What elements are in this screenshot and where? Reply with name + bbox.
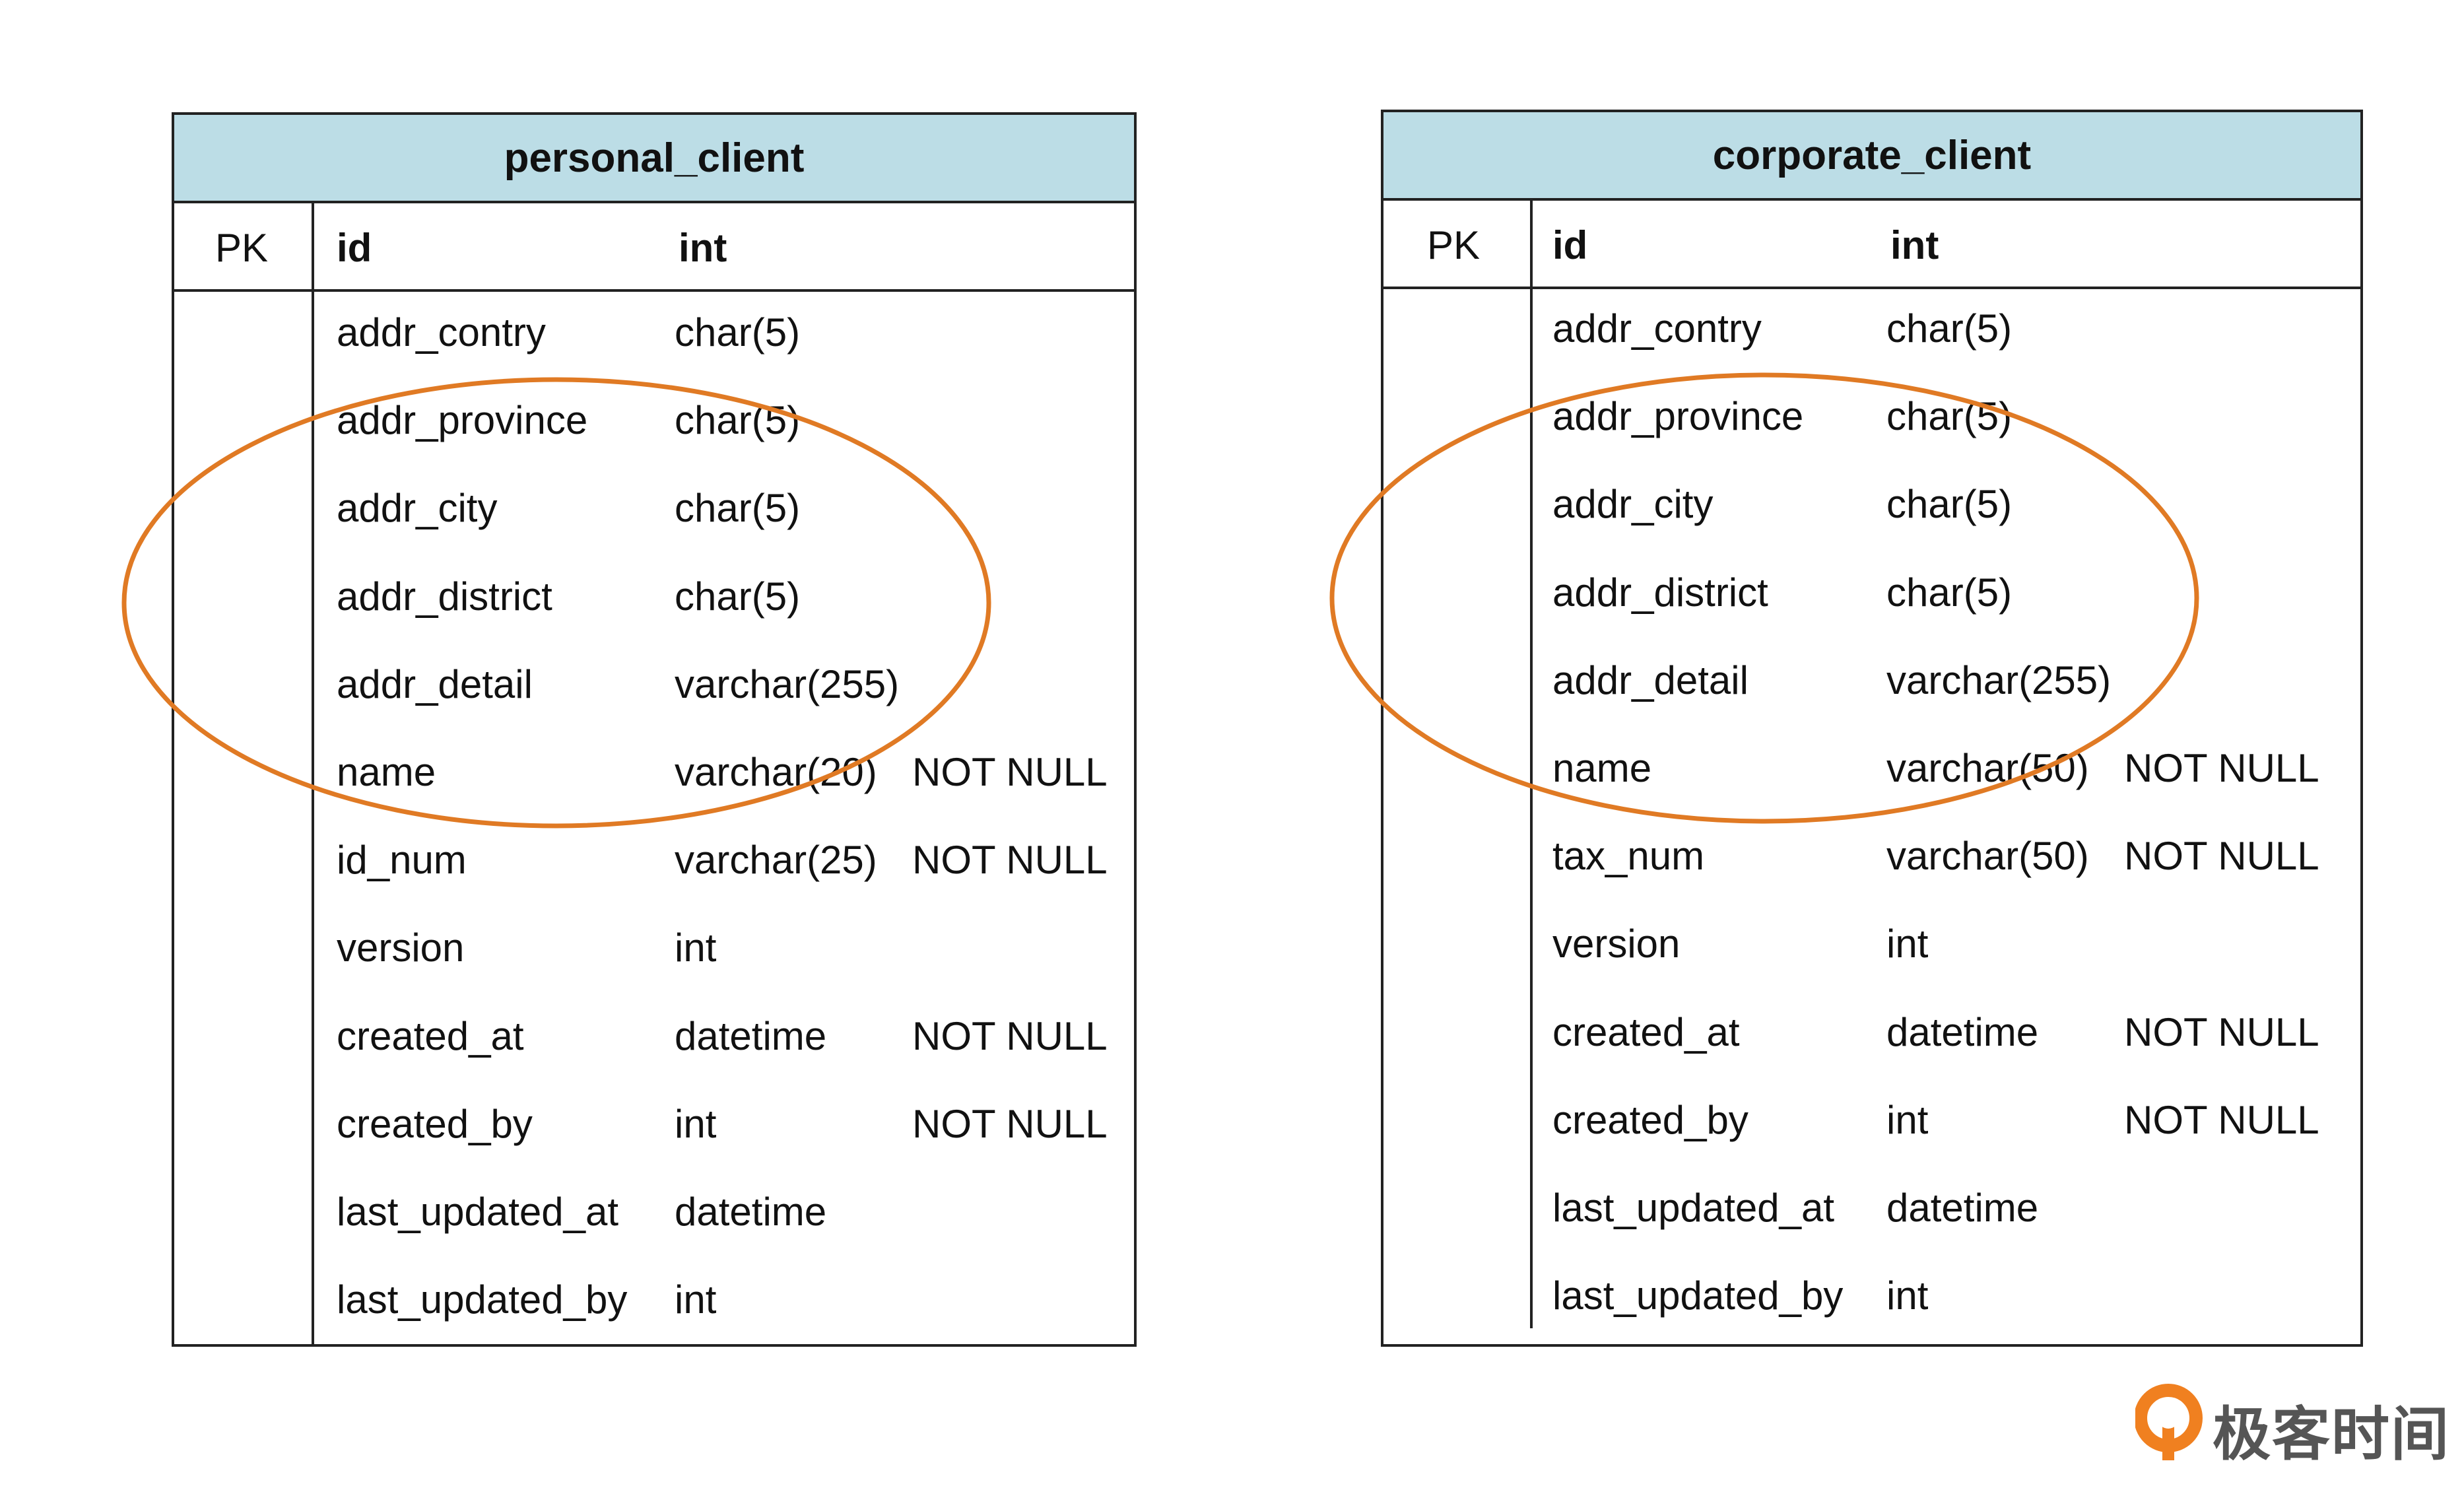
field-name: addr_district <box>337 574 552 619</box>
field-name: addr_city <box>337 486 498 531</box>
field-type: char(5) <box>1886 482 2013 527</box>
field-type: varchar(50) <box>1886 834 2089 879</box>
geektime-logo: 极客时间 <box>2135 1380 2449 1467</box>
field-name: name <box>1552 746 1652 790</box>
field-type: int <box>675 1277 717 1322</box>
pk-field-type: int <box>1890 223 1939 267</box>
field-type: int <box>675 1101 717 1146</box>
field-type: char(5) <box>1886 306 2013 351</box>
field-type: char(5) <box>675 486 801 531</box>
table-title: personal_client <box>174 115 1134 203</box>
field-type: datetime <box>1886 1009 2039 1054</box>
pk-label: PK <box>215 226 269 270</box>
field-type: varchar(255) <box>1886 658 2112 702</box>
field-name: last_updated_by <box>1552 1273 1844 1318</box>
field-name: addr_province <box>1552 394 1804 439</box>
field-constraint: NOT NULL <box>2124 1009 2319 1054</box>
field-type: varchar(255) <box>675 661 900 706</box>
field-constraint: NOT NULL <box>2124 1097 2319 1142</box>
field-type: varchar(25) <box>675 838 877 883</box>
pk-column-divider <box>1530 201 1533 287</box>
field-name: tax_num <box>1552 834 1705 879</box>
field-constraint: NOT NULL <box>912 750 1108 794</box>
field-type: datetime <box>675 1190 827 1234</box>
field-type: int <box>1886 922 1929 966</box>
field-name: id_num <box>337 838 467 883</box>
primary-key-row: PK id int <box>1383 201 2360 289</box>
field-type: varchar(20) <box>675 750 877 794</box>
pk-field-type: int <box>679 226 727 270</box>
field-constraint: NOT NULL <box>912 1013 1108 1058</box>
field-name: version <box>1552 922 1681 966</box>
key-column-divider <box>312 292 314 1344</box>
field-type: char(5) <box>1886 394 2013 439</box>
field-name: addr_contry <box>337 310 546 355</box>
field-name: addr_detail <box>337 661 533 706</box>
table-name: corporate_client <box>1712 132 2032 178</box>
field-name: name <box>337 750 436 794</box>
field-name: created_by <box>337 1101 533 1146</box>
field-name: version <box>337 926 465 970</box>
table-name: personal_client <box>504 135 805 181</box>
field-name: addr_detail <box>1552 658 1748 702</box>
field-type: char(5) <box>675 310 801 355</box>
field-name: last_updated_at <box>337 1190 619 1234</box>
field-name: addr_district <box>1552 570 1768 615</box>
field-type: int <box>675 926 717 970</box>
field-type: char(5) <box>675 574 801 619</box>
logo-text: 极客时间 <box>2213 1402 2451 1467</box>
field-constraint: NOT NULL <box>912 838 1108 883</box>
field-name: last_updated_by <box>337 1277 628 1322</box>
primary-key-row: PK id int <box>174 203 1134 292</box>
field-type: int <box>1886 1097 1929 1142</box>
key-column-divider <box>1530 289 1533 1328</box>
pk-field-name: id <box>1552 223 1588 267</box>
table-title: corporate_client <box>1383 112 2360 201</box>
geektime-logo-icon <box>2135 1384 2203 1460</box>
field-type: varchar(50) <box>1886 746 2089 790</box>
field-name: addr_contry <box>1552 306 1762 351</box>
pk-label: PK <box>1427 223 1481 267</box>
field-constraint: NOT NULL <box>2124 746 2319 790</box>
pk-field-name: id <box>337 226 372 270</box>
field-type: int <box>1886 1273 1929 1318</box>
field-name: created_by <box>1552 1097 1748 1142</box>
field-name: addr_province <box>337 398 588 443</box>
field-name: created_at <box>337 1013 524 1058</box>
field-type: char(5) <box>1886 570 2013 615</box>
pk-column-divider <box>312 203 314 289</box>
field-type: datetime <box>675 1013 827 1058</box>
field-type: datetime <box>1886 1186 2039 1230</box>
field-name: addr_city <box>1552 482 1714 527</box>
field-constraint: NOT NULL <box>912 1101 1108 1146</box>
field-constraint: NOT NULL <box>2124 834 2319 879</box>
field-type: char(5) <box>675 398 801 443</box>
field-name: created_at <box>1552 1009 1740 1054</box>
field-name: last_updated_at <box>1552 1186 1835 1230</box>
